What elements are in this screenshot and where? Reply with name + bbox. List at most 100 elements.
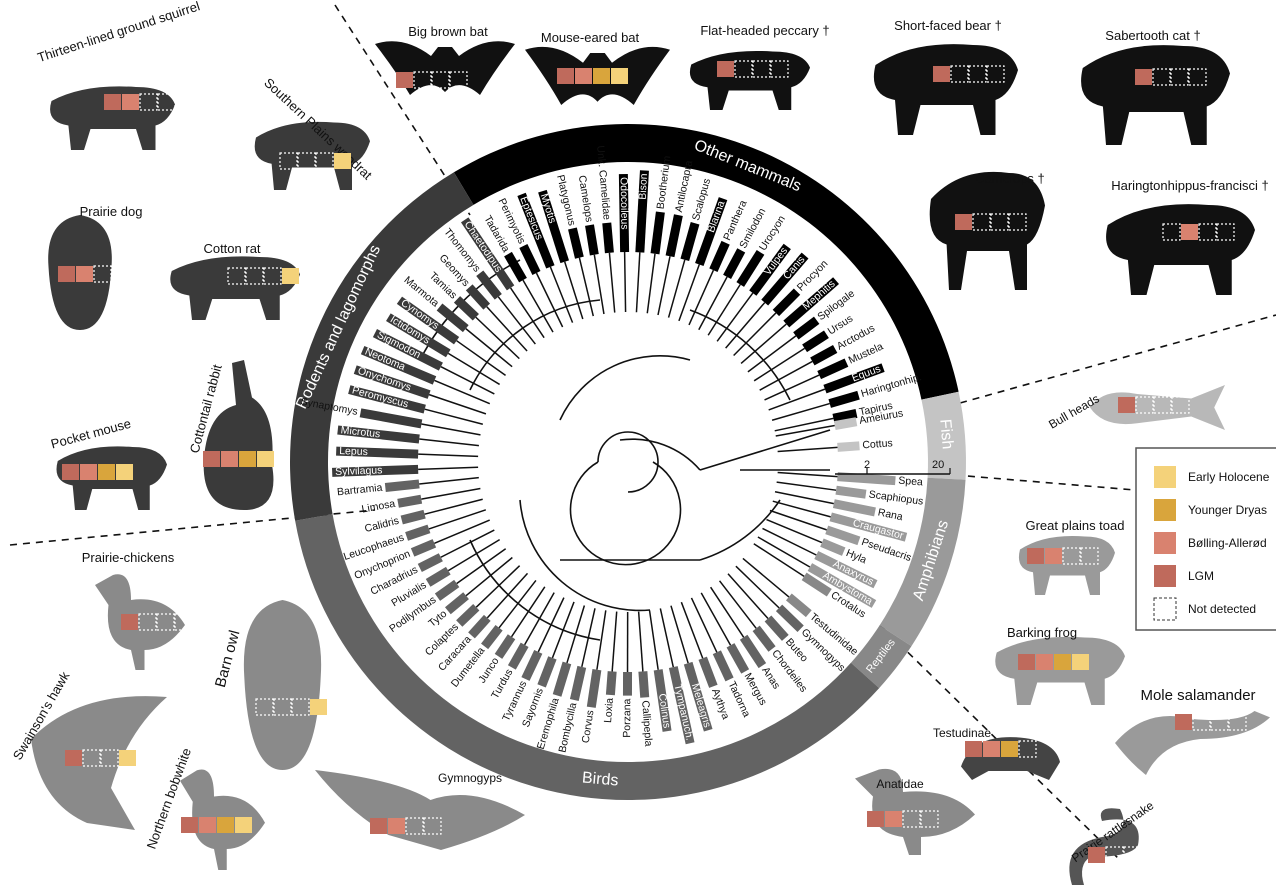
tree-tip <box>428 393 487 415</box>
period-slot <box>1123 846 1142 864</box>
tree-tip <box>486 306 528 352</box>
period-slot <box>257 451 274 467</box>
leaf-bar-rect <box>569 665 587 702</box>
period-slot <box>93 265 112 283</box>
leaf-bar-rect <box>453 296 479 321</box>
leaf-bar-rect <box>761 252 809 306</box>
period-slot <box>199 817 216 833</box>
tree-tip <box>757 536 811 568</box>
tree-tip <box>776 481 837 491</box>
tree-branch <box>469 539 601 641</box>
period-slot <box>388 818 405 834</box>
period-slot <box>1080 547 1099 565</box>
tree-tip <box>772 500 831 518</box>
period-slot <box>76 266 93 282</box>
tree-tip <box>725 302 766 349</box>
leaf-label: Camelops <box>576 174 595 223</box>
leaf-bar-rect <box>507 642 529 670</box>
animal-label: Thirteen-lined ground squirrel <box>36 0 202 65</box>
leaf-bar-rect <box>810 345 838 366</box>
leaf-bar-rect <box>837 472 896 486</box>
leaf-bar-corvus: Corvus <box>580 669 602 744</box>
leaf-bar-rect <box>749 243 791 296</box>
period-slot <box>245 267 264 285</box>
period-slot <box>1216 223 1235 241</box>
leaf-bar-rect <box>739 634 767 669</box>
tree-tip <box>434 379 491 405</box>
leaf-bar-rect <box>726 643 750 674</box>
period-slot <box>1088 847 1105 863</box>
animal-silhouette-icon <box>1106 204 1255 295</box>
period-slot <box>1118 397 1135 413</box>
leaf-bar-rect <box>434 579 460 601</box>
tree-tip <box>735 565 780 609</box>
animal-label: Northern bobwhite <box>144 746 194 851</box>
period-slot <box>174 613 193 631</box>
animal-peccary: Flat-headed peccary † <box>689 23 830 110</box>
period-slot <box>1062 547 1081 565</box>
animal-label: Prairie dog <box>80 204 143 219</box>
period-slot <box>65 750 82 766</box>
animal-cottontail: Cottontail rabbit <box>187 360 274 510</box>
period-slot <box>1162 223 1181 241</box>
animal-swainsons-hawk: Swainson's hawk <box>10 669 167 830</box>
period-slot <box>1054 654 1071 670</box>
tree-tip <box>648 610 659 670</box>
period-slot <box>972 213 991 231</box>
leaf-bar-rect <box>785 593 812 618</box>
animal-label: Barn owl <box>212 628 244 689</box>
tree-tip <box>659 608 675 668</box>
leaf-bar-rect <box>386 313 451 358</box>
tree-tip <box>419 438 479 447</box>
leaf-bar-rect <box>337 425 420 444</box>
tree-tip <box>522 279 554 333</box>
animal-short-faced-bear: Short-faced bear † <box>873 18 1018 135</box>
leaf-bar-rect <box>709 240 730 272</box>
period-slot <box>156 613 175 631</box>
leaf-bar-rect <box>835 485 867 499</box>
period-slot <box>734 60 753 78</box>
period-slot <box>867 811 884 827</box>
leaf-bar-rect <box>405 524 431 541</box>
period-slot <box>291 698 310 716</box>
animal-prairie-chickens: Prairie-chickens <box>82 550 193 670</box>
leaf-bar-rect <box>635 170 649 253</box>
divider-line <box>934 314 1276 411</box>
tree-tip <box>678 264 700 322</box>
animal-silhouette-icon <box>873 44 1018 135</box>
leaf-bar-rect <box>602 222 614 254</box>
tree-tip <box>608 252 616 313</box>
scale-label-b: 20 <box>932 459 944 471</box>
animal-camelops: Camelops † <box>929 171 1045 290</box>
period-slot <box>413 71 432 89</box>
animal-thirteen-lined: Thirteen-lined ground squirrel <box>36 0 202 150</box>
tree-tip <box>424 408 484 425</box>
leaf-label: Antilocapra <box>673 159 695 213</box>
tree-tip <box>742 557 790 598</box>
period-slot <box>263 267 282 285</box>
tree-tip <box>762 527 817 556</box>
period-slot <box>902 810 921 828</box>
leaf-bar-microtus: Microtus <box>337 424 420 444</box>
leaf-bar-rect <box>460 217 515 291</box>
leaf-bar-sylvilagus: Sylvilagus <box>332 464 419 478</box>
leaf-bar-rect <box>680 222 700 262</box>
group-ring <box>290 123 967 801</box>
leaf-bar-rect <box>417 553 443 572</box>
leaf-bar-rect <box>832 409 858 423</box>
tree-tip <box>596 610 607 670</box>
tree-tip <box>498 579 537 629</box>
period-slot <box>104 94 121 110</box>
tree-tip <box>707 284 741 336</box>
leaf-bar-rect <box>823 363 885 394</box>
period-slot <box>1018 654 1035 670</box>
tree-tip <box>657 256 671 316</box>
tree-branch <box>689 309 791 401</box>
period-slot <box>297 152 316 170</box>
period-slot <box>217 817 234 833</box>
period-slot <box>1027 548 1044 564</box>
tree-tip <box>475 565 521 608</box>
tree-tip <box>709 586 745 638</box>
tree-tip <box>447 352 501 386</box>
leaf-bar-rect <box>801 572 832 597</box>
